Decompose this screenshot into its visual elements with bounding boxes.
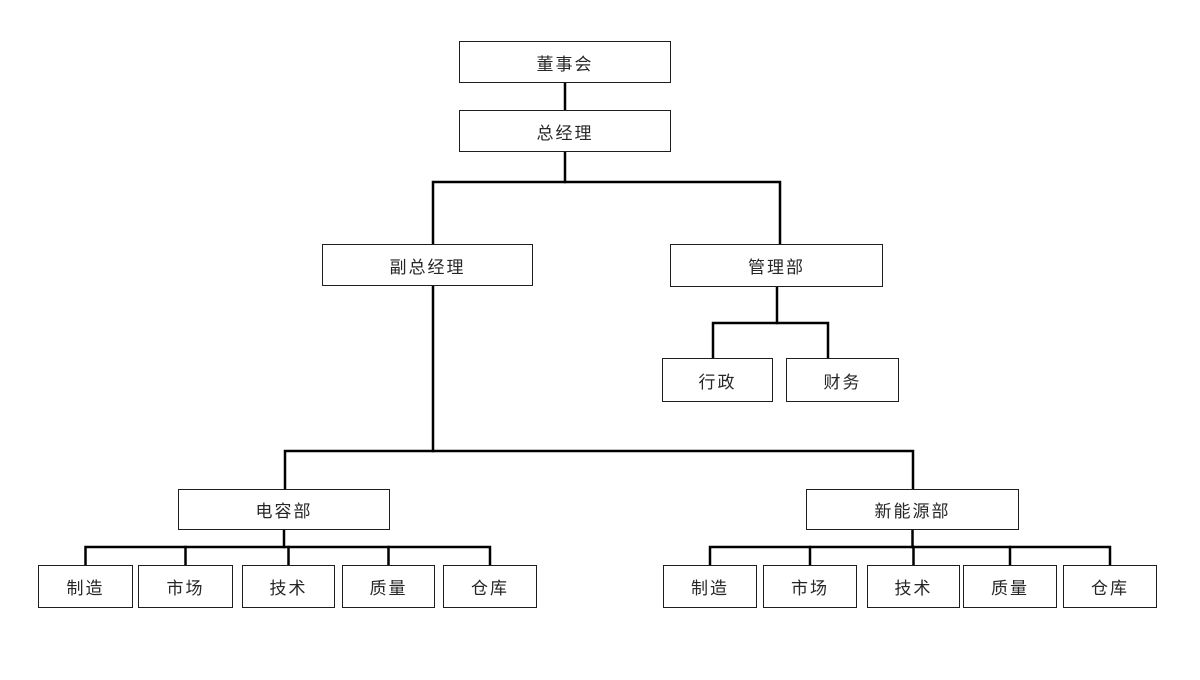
node-capacitor-dept: 电容部 — [178, 489, 390, 530]
node-new-energy-warehouse: 仓库 — [1063, 565, 1157, 608]
node-new-energy-quality: 质量 — [963, 565, 1057, 608]
node-capacitor-market: 市场 — [138, 565, 233, 608]
node-new-energy-manufacturing: 制造 — [663, 565, 757, 608]
node-deputy-general-manager: 副总经理 — [322, 244, 533, 286]
node-finance: 财务 — [786, 358, 899, 402]
node-general-manager: 总经理 — [459, 110, 671, 152]
node-management-dept: 管理部 — [670, 244, 883, 287]
node-capacitor-technology: 技术 — [242, 565, 335, 608]
node-board-of-directors: 董事会 — [459, 41, 671, 83]
node-new-energy-technology: 技术 — [867, 565, 960, 608]
node-capacitor-manufacturing: 制造 — [38, 565, 133, 608]
node-capacitor-quality: 质量 — [342, 565, 435, 608]
node-administration: 行政 — [662, 358, 773, 402]
node-new-energy-market: 市场 — [763, 565, 857, 608]
node-capacitor-warehouse: 仓库 — [443, 565, 537, 608]
node-new-energy-dept: 新能源部 — [806, 489, 1019, 530]
